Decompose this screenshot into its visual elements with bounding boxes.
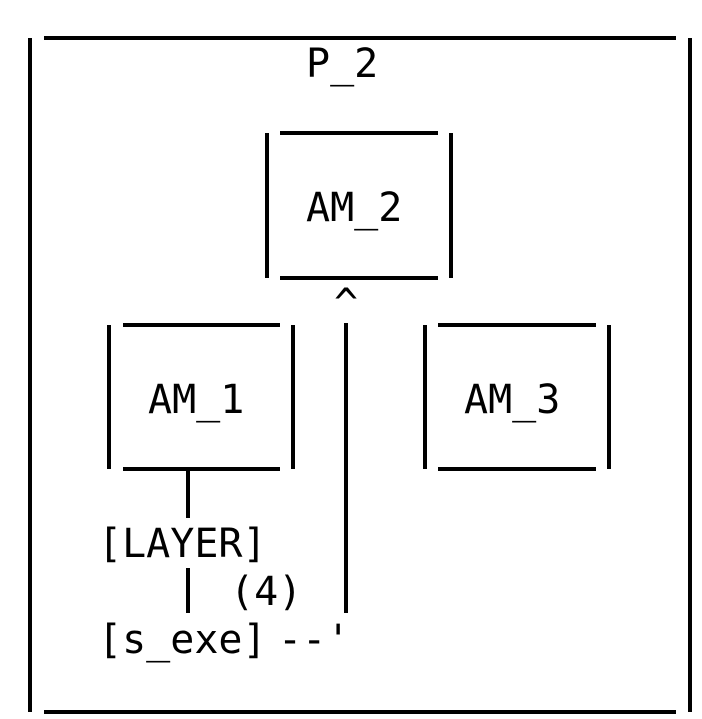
connector-dashes: --'	[278, 617, 351, 663]
exe-label: [s_exe]	[98, 617, 267, 663]
am1-box	[107, 323, 295, 471]
am1-label: AM_1	[148, 377, 245, 423]
arrow-up-glyph: ^	[334, 281, 359, 327]
am2-box	[265, 131, 453, 280]
outer-box-label: P_2	[306, 41, 379, 87]
am3-box	[423, 323, 611, 471]
am2-label: AM_2	[306, 185, 403, 231]
count-label: (4)	[230, 569, 303, 615]
outer-box	[28, 36, 692, 714]
am3-label: AM_3	[464, 377, 561, 423]
layer-label: [LAYER]	[98, 521, 267, 567]
